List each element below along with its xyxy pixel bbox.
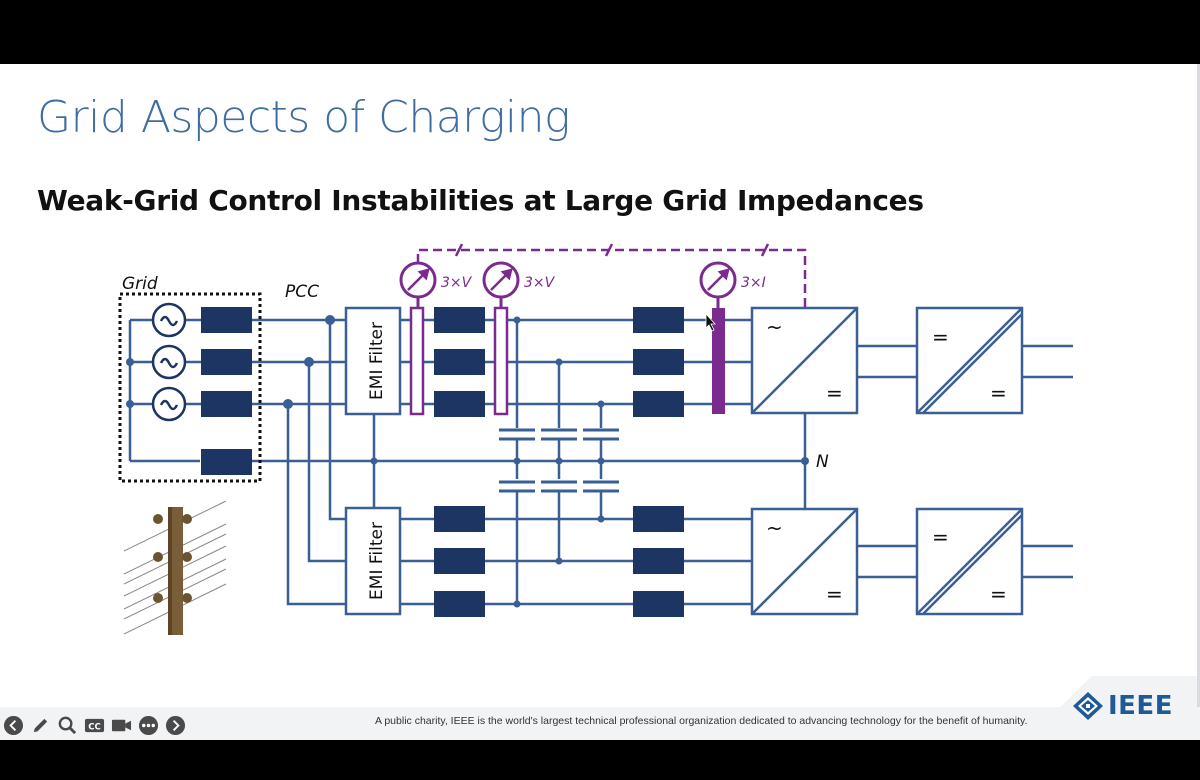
zoom-icon [58, 716, 77, 734]
camera-button[interactable] [110, 714, 133, 737]
zoom-button[interactable] [56, 714, 79, 737]
ieee-diamond-icon [1073, 692, 1103, 720]
slide-edge [1197, 64, 1200, 740]
presentation-toolbar: CC [0, 710, 187, 740]
forward-icon [165, 715, 186, 735]
junction-dots [126, 315, 809, 608]
slide-subtitle: Weak-Grid Control Instabilities at Large… [37, 184, 924, 217]
more-icon [138, 715, 159, 735]
slide-title: Grid Aspects of Charging [37, 92, 570, 143]
ieee-logo-text: IEEE [1108, 691, 1173, 721]
mouse-cursor-icon [705, 312, 716, 332]
ac-symbol-bottom: ~ [766, 516, 783, 540]
output-bottom [1022, 544, 1073, 579]
dc-symbol-dcdc-bottom-out: = [990, 582, 1007, 606]
pcc-branch-c [286, 404, 346, 606]
dc-link-bottom [857, 544, 917, 579]
capacitor-bank [499, 428, 619, 493]
output-top [1022, 344, 1073, 379]
pen-icon [33, 718, 48, 732]
grid-label: Grid [122, 274, 158, 294]
pen-button[interactable] [29, 714, 52, 737]
voltmeter-1-label: 3×V [441, 275, 473, 291]
charging-circuit-diagram: EMI Filter EMI Filter ~ = ~ = = = = = [118, 243, 1073, 635]
measurement-signal-bus [416, 248, 807, 308]
dc-symbol-dcdc-top-in: = [932, 325, 949, 349]
pcc-label: PCC [285, 282, 319, 302]
dc-link-top [857, 344, 917, 379]
footer-band [0, 707, 1200, 740]
ac-symbol-top: ~ [766, 315, 783, 339]
utility-pole-icon [123, 500, 227, 635]
impedance-blocks [201, 307, 684, 617]
dc-symbol-bottom: = [826, 582, 843, 606]
back-button[interactable] [2, 714, 25, 737]
grid-frame [118, 292, 262, 483]
emi-filter-bottom [344, 506, 402, 616]
camera-icon [111, 719, 132, 731]
emi-filter-top-label: EMI Filter [367, 322, 387, 400]
dc-symbol-dcdc-bottom-in: = [932, 525, 949, 549]
closed-caption-button[interactable]: CC [83, 714, 106, 737]
cc-label: CC [88, 722, 101, 732]
slide: Grid Aspects of Charging Weak-Grid Contr… [0, 64, 1200, 740]
dc-symbol-dcdc-top-out: = [990, 381, 1007, 405]
current-sensor-bar [712, 308, 725, 414]
emi-filter-bottom-label: EMI Filter [367, 522, 387, 600]
ammeter-label: 3×I [741, 275, 766, 291]
back-icon [3, 715, 24, 735]
footer-tagline: A public charity, IEEE is the world's la… [375, 715, 1028, 727]
closed-caption-icon: CC [84, 718, 105, 732]
voltmeter-2-label: 3×V [524, 275, 556, 291]
forward-button[interactable] [164, 714, 187, 737]
letterbox-bottom [0, 740, 1200, 780]
more-button[interactable] [137, 714, 160, 737]
pcc-branch-b [307, 362, 346, 563]
grid-internal-wires [128, 318, 202, 463]
pcc-branch-a [328, 320, 346, 521]
dc-symbol-top: = [826, 381, 843, 405]
neutral-label: N [816, 452, 829, 472]
ieee-logo: IEEE [1072, 691, 1173, 721]
emi-filter-top [344, 306, 402, 416]
